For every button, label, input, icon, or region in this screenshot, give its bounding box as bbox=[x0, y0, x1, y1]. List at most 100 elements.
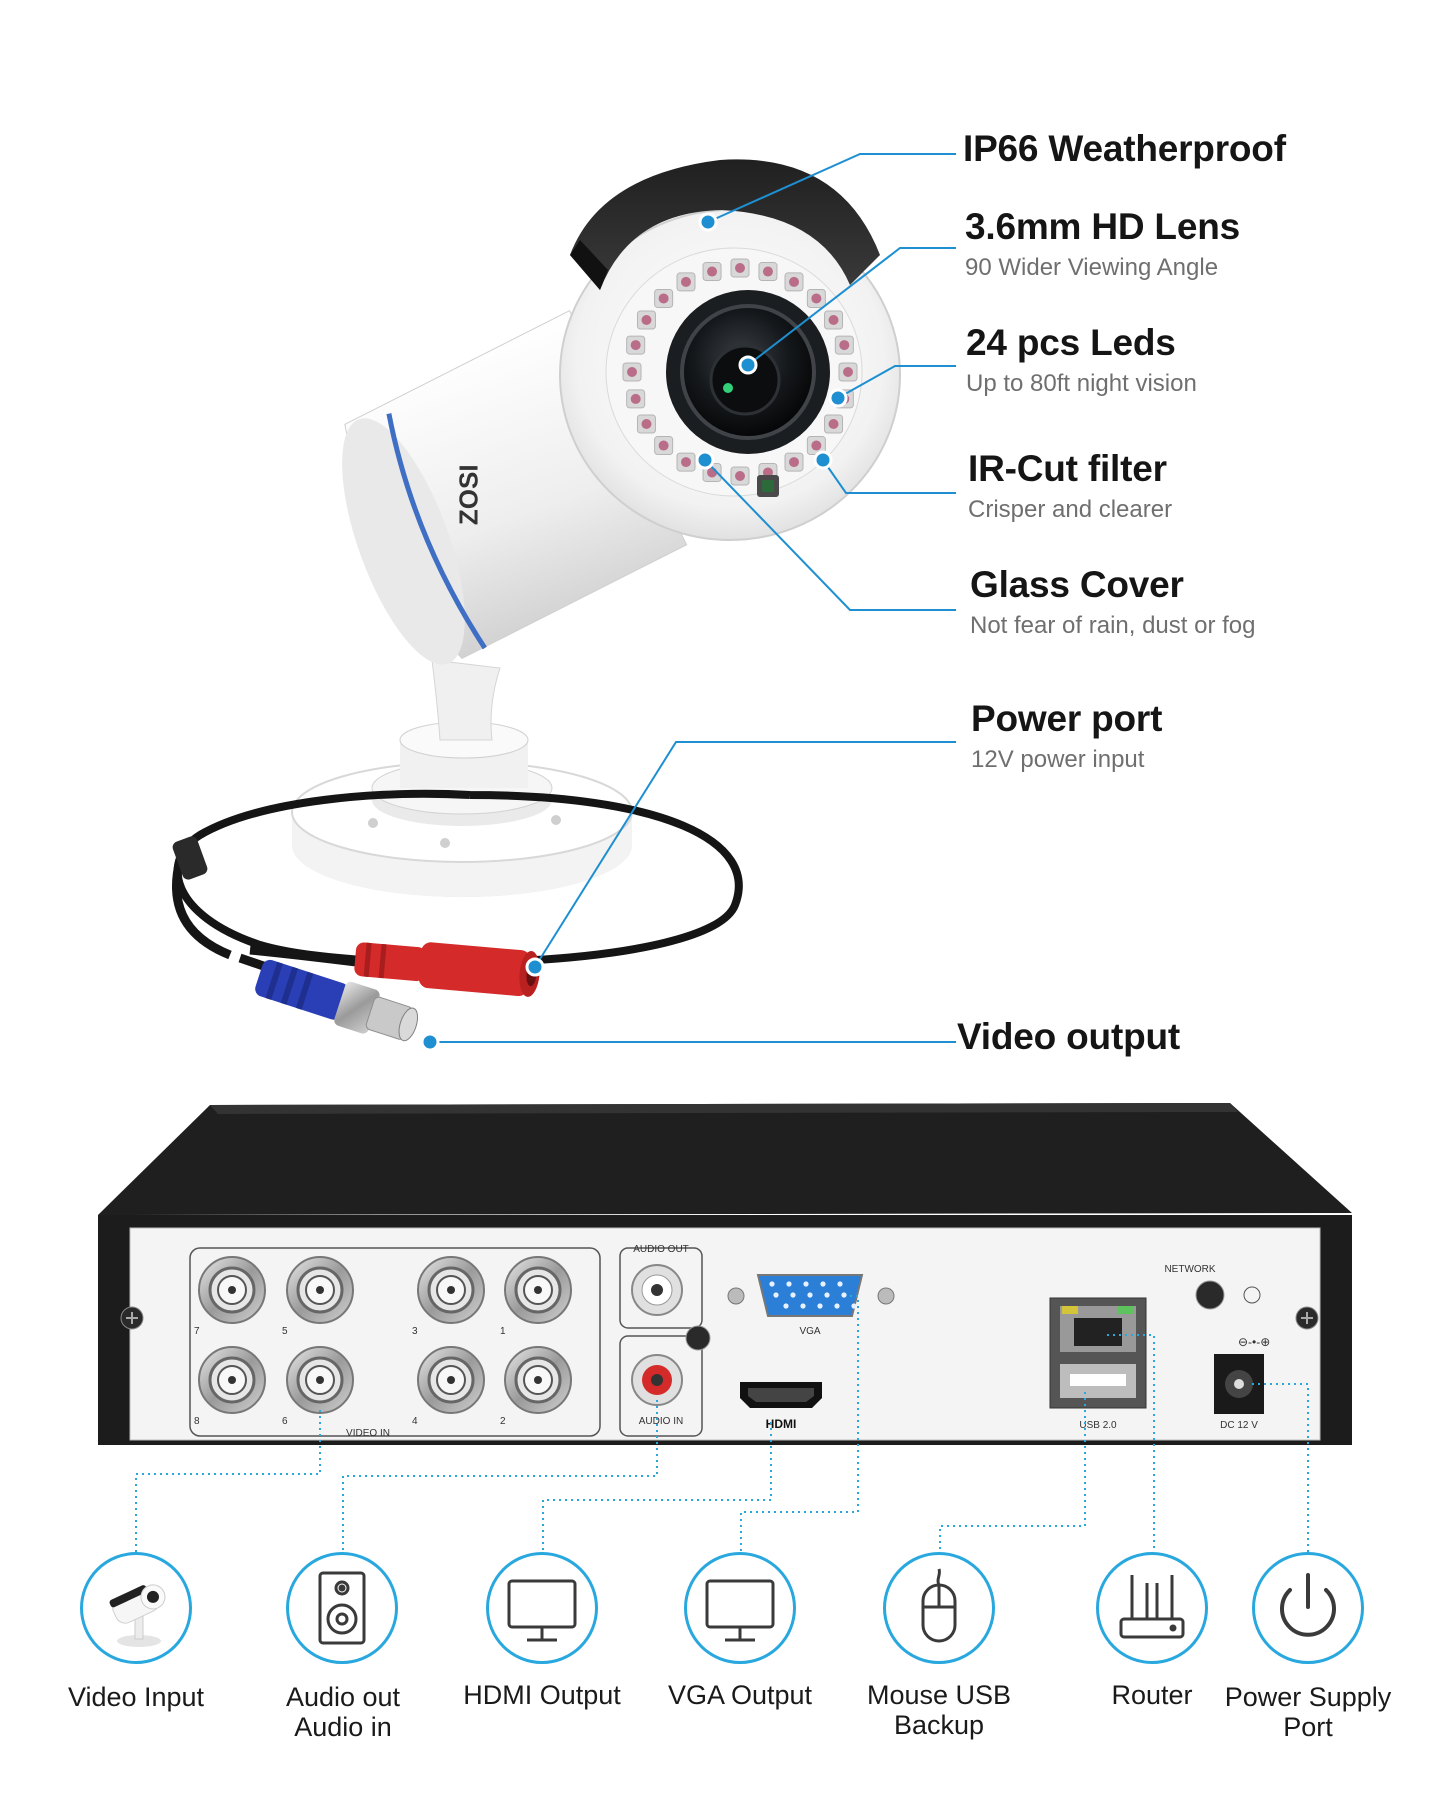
ethernet-usb-block: USB 2.0 bbox=[1049, 1297, 1147, 1431]
bnc-connector bbox=[198, 1346, 266, 1414]
monitor-icon bbox=[507, 1579, 577, 1642]
port-label-line: Port bbox=[1283, 1712, 1333, 1742]
ir-led bbox=[636, 310, 656, 330]
speaker-icon bbox=[318, 1571, 366, 1645]
audio-in-jack bbox=[631, 1354, 683, 1406]
svg-text:⊖-•-⊕: ⊖-•-⊕ bbox=[1238, 1335, 1270, 1349]
bnc-connector bbox=[504, 1346, 572, 1414]
audio-out-jack bbox=[631, 1264, 683, 1316]
ir-led bbox=[824, 310, 844, 330]
bnc-number: 8 bbox=[194, 1416, 200, 1427]
feature-title: 3.6mm HD Lens bbox=[965, 206, 1240, 247]
video-input-icon-circle bbox=[80, 1552, 192, 1664]
bnc-number: 5 bbox=[282, 1326, 288, 1337]
port-label-line: Audio out bbox=[285, 1682, 401, 1712]
feature-power-port: Power port 12V power input bbox=[971, 698, 1162, 774]
feature-weatherproof: IP66 Weatherproof bbox=[963, 128, 1286, 170]
ir-led bbox=[654, 436, 674, 456]
ir-led bbox=[626, 335, 646, 355]
port-label-line: Backup bbox=[893, 1710, 985, 1740]
dc-power-jack: ⊖-•-⊕ DC 12 V bbox=[1214, 1335, 1270, 1431]
power-icon-circle bbox=[1252, 1552, 1364, 1664]
port-label-line: VGA Output bbox=[667, 1680, 813, 1710]
bnc-number: 6 bbox=[282, 1416, 288, 1427]
feature-subtitle: Up to 80ft night vision bbox=[966, 370, 1197, 397]
video-in-label: VIDEO IN bbox=[346, 1428, 390, 1439]
router-icon-circle bbox=[1096, 1552, 1208, 1664]
port-connectors bbox=[135, 1295, 1309, 1552]
port-label-hdmi: HDMI Output bbox=[442, 1680, 642, 1710]
feature-video-output: Video output bbox=[957, 1016, 1180, 1058]
ir-led bbox=[676, 272, 696, 292]
bnc-connector bbox=[504, 1256, 572, 1324]
ir-led bbox=[834, 335, 854, 355]
mouse-icon bbox=[921, 1568, 957, 1643]
feature-title: IR-Cut filter bbox=[968, 448, 1167, 489]
ir-led bbox=[806, 436, 826, 456]
feature-lens: 3.6mm HD Lens 90 Wider Viewing Angle bbox=[965, 206, 1240, 282]
audio-icon-circle bbox=[286, 1552, 398, 1664]
feature-glass-cover: Glass Cover Not fear of rain, dust or fo… bbox=[970, 564, 1255, 640]
feature-leds: 24 pcs Leds Up to 80ft night vision bbox=[966, 322, 1197, 398]
ir-led bbox=[702, 262, 722, 282]
hdmi-icon-circle bbox=[486, 1552, 598, 1664]
hdmi-port: HDMI bbox=[740, 1382, 822, 1431]
bnc-video-inputs: 7 5 3 1 8 6 4 2 bbox=[194, 1256, 572, 1427]
port-label-line: Router bbox=[1111, 1680, 1193, 1710]
port-label-vga: VGA Output bbox=[640, 1680, 840, 1710]
bnc-number: 1 bbox=[500, 1326, 506, 1337]
port-label-line: HDMI Output bbox=[463, 1680, 621, 1710]
port-label-usb: Mouse USB Backup bbox=[839, 1680, 1039, 1740]
feature-title: IP66 Weatherproof bbox=[963, 128, 1286, 169]
feature-title: 24 pcs Leds bbox=[966, 322, 1176, 363]
port-label-line: Audio in bbox=[294, 1712, 392, 1742]
monitor-icon bbox=[705, 1579, 775, 1642]
bnc-number: 3 bbox=[412, 1326, 418, 1337]
feature-subtitle: 90 Wider Viewing Angle bbox=[965, 254, 1219, 281]
bnc-number: 7 bbox=[194, 1326, 200, 1337]
port-label-audio: Audio out Audio in bbox=[243, 1682, 443, 1742]
callout-dots bbox=[420, 212, 848, 1052]
port-label-line: Power Supply bbox=[1224, 1682, 1392, 1712]
bnc-number: 4 bbox=[412, 1416, 418, 1427]
audio-in-label: AUDIO IN bbox=[639, 1416, 683, 1427]
power-icon bbox=[1280, 1573, 1336, 1637]
bnc-connector bbox=[417, 1256, 485, 1324]
ir-led bbox=[676, 452, 696, 472]
camera-icon bbox=[109, 1584, 166, 1647]
usb-label: USB 2.0 bbox=[1079, 1420, 1117, 1431]
port-label-power: Power Supply Port bbox=[1208, 1682, 1408, 1742]
vga-icon-circle bbox=[684, 1552, 796, 1664]
ir-led bbox=[838, 362, 858, 382]
feature-title: Glass Cover bbox=[970, 564, 1184, 605]
router-icon bbox=[1119, 1575, 1185, 1639]
ir-led bbox=[824, 414, 844, 434]
feature-subtitle: Not fear of rain, dust or fog bbox=[970, 612, 1256, 639]
bnc-connector bbox=[198, 1256, 266, 1324]
port-label-line: Mouse USB bbox=[866, 1680, 1012, 1710]
vga-label: VGA bbox=[799, 1326, 820, 1337]
ir-led bbox=[730, 466, 750, 486]
ir-led bbox=[636, 414, 656, 434]
port-label-line: Video Input bbox=[67, 1682, 205, 1712]
bullet-camera: ZOSI bbox=[172, 159, 901, 1042]
ir-led bbox=[626, 389, 646, 409]
bnc-number: 2 bbox=[500, 1416, 506, 1427]
bnc-connector bbox=[286, 1346, 354, 1414]
ir-led bbox=[730, 258, 750, 278]
network-label: NETWORK bbox=[1164, 1264, 1215, 1275]
ir-led bbox=[784, 452, 804, 472]
brand-logo: ZOSI bbox=[453, 464, 483, 525]
vga-port: VGA bbox=[727, 1274, 895, 1337]
port-label-video-input: Video Input bbox=[36, 1682, 236, 1712]
ir-led bbox=[784, 272, 804, 292]
ir-led bbox=[806, 288, 826, 308]
callout-lines bbox=[430, 153, 956, 1043]
feature-ircut: IR-Cut filter Crisper and clearer bbox=[968, 448, 1172, 524]
ir-led bbox=[654, 288, 674, 308]
feature-subtitle: Crisper and clearer bbox=[968, 496, 1173, 523]
ir-led bbox=[622, 362, 642, 382]
feature-subtitle: 12V power input bbox=[971, 746, 1145, 773]
hdmi-logo: HDMI bbox=[766, 1417, 797, 1431]
